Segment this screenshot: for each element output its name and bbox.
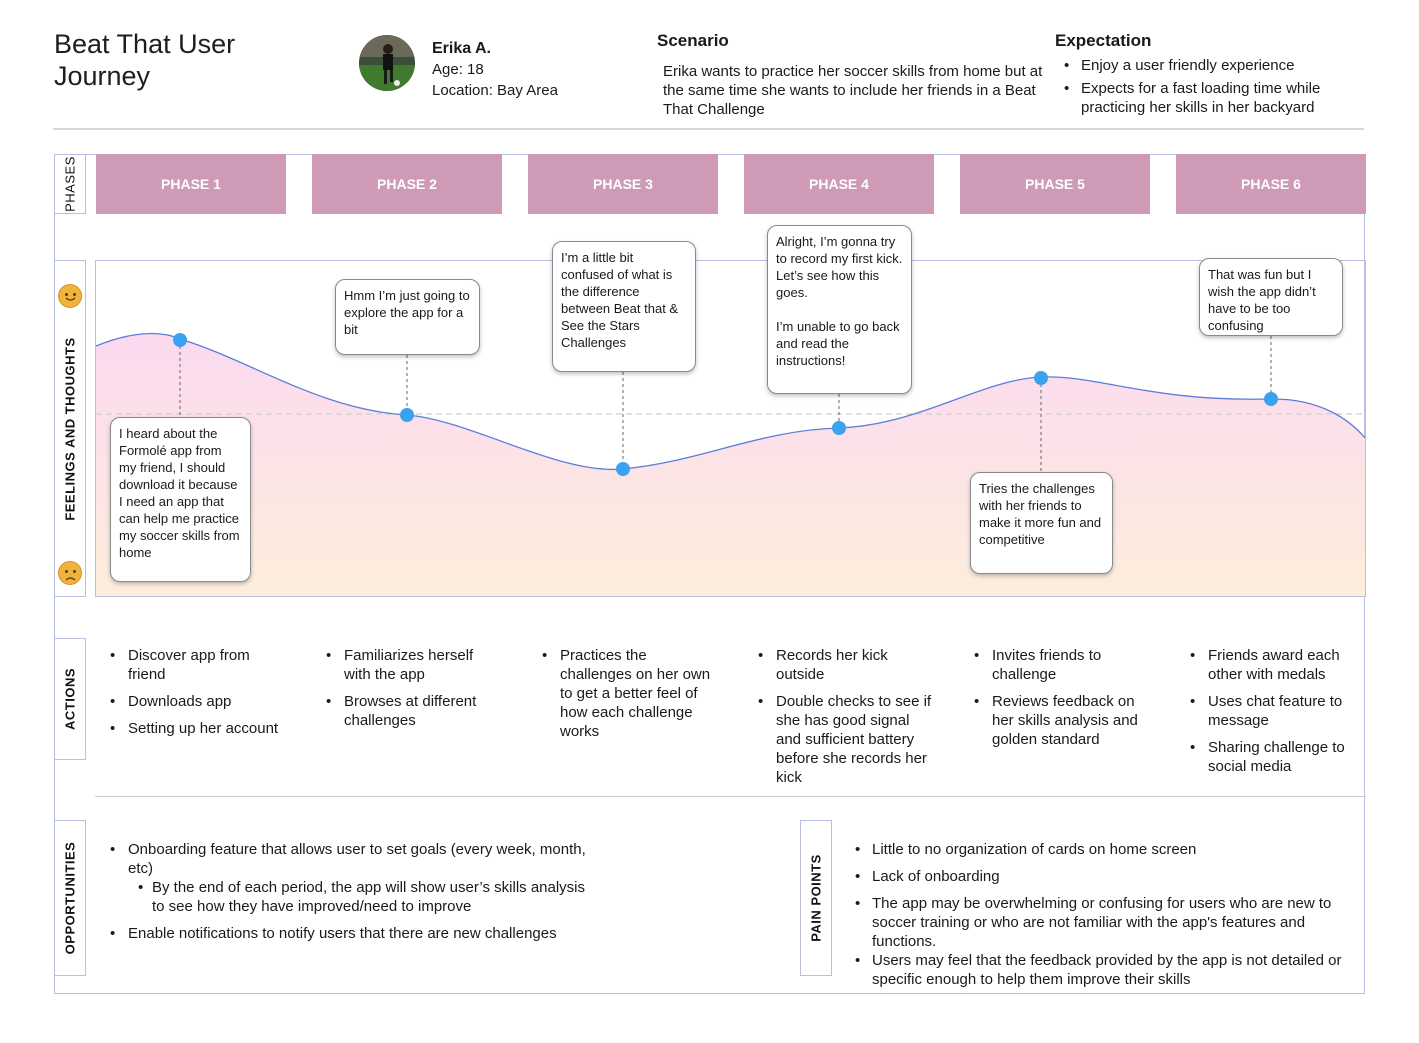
section-divider — [95, 796, 1366, 797]
scenario-heading: Scenario — [657, 31, 729, 50]
emotion-point-phase-4 — [832, 421, 846, 435]
emotion-point-phase-6 — [1264, 392, 1278, 406]
actions-phase-3: Practices the challenges on her own to g… — [542, 646, 717, 749]
actions-phase-6: Friends award each other with medals Use… — [1190, 646, 1360, 784]
emotion-point-phase-3 — [616, 462, 630, 476]
action-item: Setting up her account — [110, 719, 285, 738]
header-divider — [53, 128, 1364, 130]
thought-bubble-phase-2: Hmm I’m just going to explore the app fo… — [335, 279, 480, 355]
emotion-point-phase-1 — [173, 333, 187, 347]
emotion-area — [96, 333, 1365, 596]
opportunity-subitem: By the end of each period, the app will … — [128, 878, 600, 916]
action-item: Invites friends to challenge — [974, 646, 1149, 684]
feelings-label-box: FEELINGS AND THOUGHTS — [54, 260, 86, 597]
persona-location: Location: Bay Area — [432, 82, 558, 99]
action-item: Friends award each other with medals — [1190, 646, 1360, 684]
action-item: Downloads app — [110, 692, 285, 711]
opportunities-list: Onboarding feature that allows user to s… — [110, 840, 600, 951]
thought-bubble-phase-3: I’m a little bit confused of what is the… — [552, 241, 696, 372]
opportunity-sublist: By the end of each period, the app will … — [128, 878, 600, 916]
persona-age: Age: 18 — [432, 61, 484, 78]
expectation-heading: Expectation — [1055, 31, 1152, 50]
actions-phase-4: Records her kick outside Double checks t… — [758, 646, 933, 795]
phase-2: PHASE 2 — [312, 154, 502, 214]
emotion-point-phase-5 — [1034, 371, 1048, 385]
action-item: Browses at different challenges — [326, 692, 501, 730]
thought-bubble-phase-5: Tries the challenges with her friends to… — [970, 472, 1113, 574]
actions-label-box: ACTIONS — [54, 638, 86, 760]
actions-phase-1: Discover app from friend Downloads app S… — [110, 646, 285, 746]
pain-points-list: Little to no organization of cards on ho… — [855, 840, 1345, 997]
thought-bubble-phase-1: I heard about the Formolé app from my fr… — [110, 417, 251, 582]
opportunity-text: Onboarding feature that allows user to s… — [128, 841, 586, 877]
action-item: Sharing challenge to social media — [1190, 738, 1360, 776]
emotion-chart-box — [95, 260, 1366, 597]
actions-phase-5: Invites friends to challenge Reviews fee… — [974, 646, 1149, 757]
opportunities-label-box: OPPORTUNITIES — [54, 820, 86, 976]
action-item: Discover app from friend — [110, 646, 285, 684]
pain-point-item: The app may be overwhelming or confusing… — [855, 894, 1345, 951]
sad-face-icon — [58, 561, 82, 585]
pain-point-item: Little to no organization of cards on ho… — [855, 840, 1345, 859]
phase-4: PHASE 4 — [744, 154, 934, 214]
opportunity-item: Enable notifications to notify users tha… — [110, 924, 600, 943]
action-item: Records her kick outside — [758, 646, 933, 684]
emotion-curve — [95, 332, 1366, 471]
phases-label-box: PHASES — [54, 154, 86, 214]
persona-name: Erika A. — [432, 40, 491, 57]
happy-face-icon — [58, 284, 82, 308]
emotion-point-phase-2 — [400, 408, 414, 422]
action-item: Uses chat feature to message — [1190, 692, 1360, 730]
phase-5: PHASE 5 — [960, 154, 1150, 214]
action-item: Practices the challenges on her own to g… — [542, 646, 717, 741]
expectation-item: Enjoy a user friendly experience — [1062, 56, 1362, 75]
page-title: Beat That User Journey — [54, 29, 236, 91]
pain-point-item: Users may feel that the feedback provide… — [855, 951, 1345, 989]
phase-3: PHASE 3 — [528, 154, 718, 214]
thought-bubble-phase-4: Alright, I’m gonna try to record my firs… — [767, 225, 912, 394]
phase-6: PHASE 6 — [1176, 154, 1366, 214]
actions-phase-2: Familiarizes herself with the app Browse… — [326, 646, 501, 738]
action-item: Reviews feedback on her skills analysis … — [974, 692, 1149, 749]
phase-1: PHASE 1 — [96, 154, 286, 214]
action-item: Double checks to see if she has good sig… — [758, 692, 933, 787]
pain-point-item: Lack of onboarding — [855, 867, 1345, 886]
expectation-item: Expects for a fast loading time while pr… — [1062, 79, 1362, 117]
action-item: Familiarizes herself with the app — [326, 646, 501, 684]
thought-bubble-phase-6: That was fun but I wish the app didn’t h… — [1199, 258, 1343, 336]
scenario-text: Erika wants to practice her soccer skill… — [663, 63, 1043, 118]
persona-info: Erika A. Age: 18 Location: Bay Area — [432, 38, 558, 101]
expectation-list: Enjoy a user friendly experience Expects… — [1062, 56, 1362, 121]
pain-points-label-box: PAIN POINTS — [800, 820, 832, 976]
opportunity-item: Onboarding feature that allows user to s… — [110, 840, 600, 916]
